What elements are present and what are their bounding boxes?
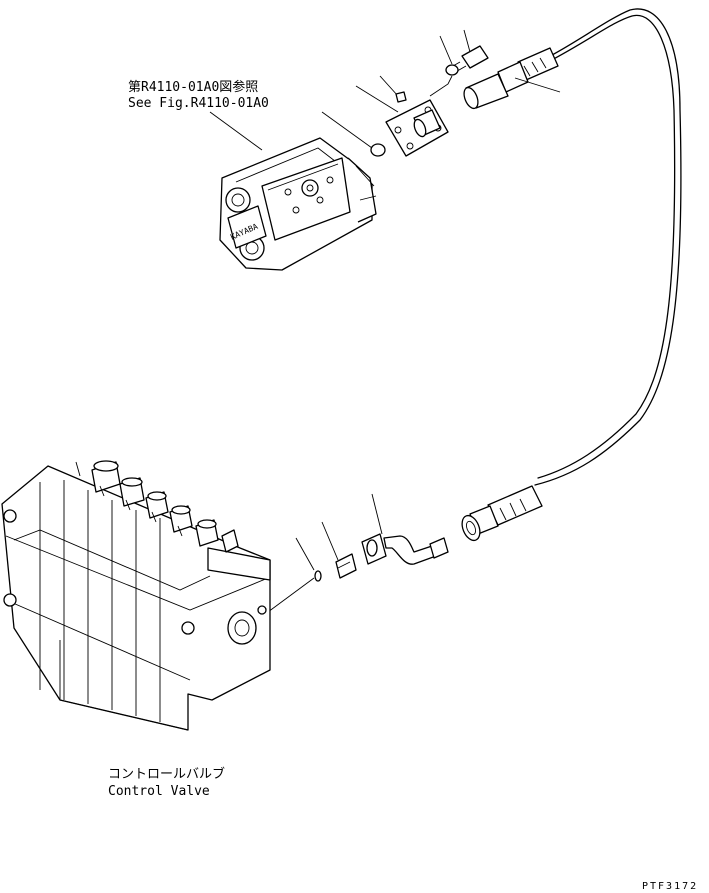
reference-leader [209, 111, 263, 151]
o-ring-upper [370, 143, 386, 157]
bolt-and-washer [429, 29, 489, 97]
hydraulic-hose [461, 8, 682, 542]
flange-plate [355, 75, 449, 157]
elbow-fitting [361, 493, 449, 565]
adapter [321, 521, 357, 579]
o-ring-lower [267, 537, 322, 613]
drawing-code: PTF3172 [642, 881, 698, 892]
reference-label-ja: 第R4110-01A0図参照 [128, 79, 258, 95]
control-valve-label-ja: コントロールバルブ [108, 766, 225, 782]
gear-pump: KAYABA [219, 111, 377, 271]
reference-label-en: See Fig.R4110-01A0 [128, 96, 269, 111]
control-valve [1, 460, 271, 731]
control-valve-label-en: Control Valve [108, 784, 210, 799]
